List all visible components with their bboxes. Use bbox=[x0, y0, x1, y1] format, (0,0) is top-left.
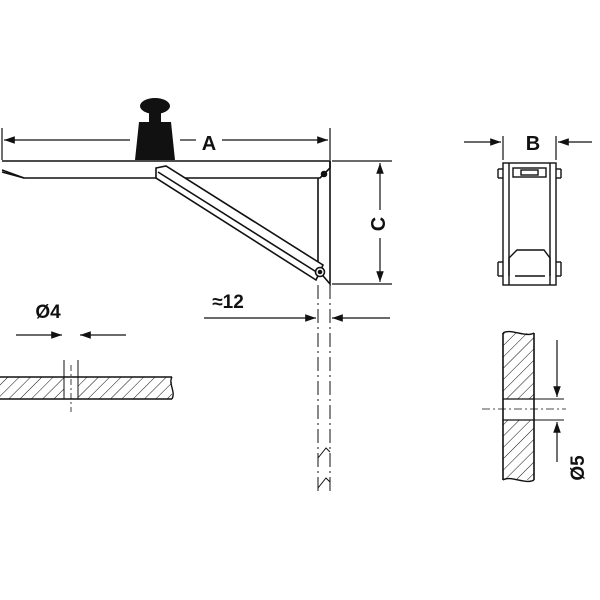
dimension-b-label: B bbox=[526, 133, 540, 155]
dimension-b bbox=[464, 136, 592, 160]
dimension-offset-label: ≈12 bbox=[212, 292, 244, 313]
dimension-c-label: C bbox=[368, 217, 390, 231]
dimension-a bbox=[1, 128, 331, 160]
wall-section bbox=[482, 330, 566, 483]
dimension-dia4-label: Ø4 bbox=[35, 302, 61, 323]
wall-centerlines bbox=[317, 285, 331, 492]
shelf-section bbox=[0, 360, 174, 412]
dimension-a-label: A bbox=[202, 133, 216, 155]
bracket-front-view bbox=[497, 162, 562, 286]
dimension-dia5-label: Ø5 bbox=[568, 455, 589, 481]
weight-icon bbox=[135, 98, 175, 160]
bracket-side-view bbox=[1, 160, 331, 287]
rivet-top bbox=[320, 170, 328, 178]
bracket-vertical-plate bbox=[317, 161, 331, 287]
